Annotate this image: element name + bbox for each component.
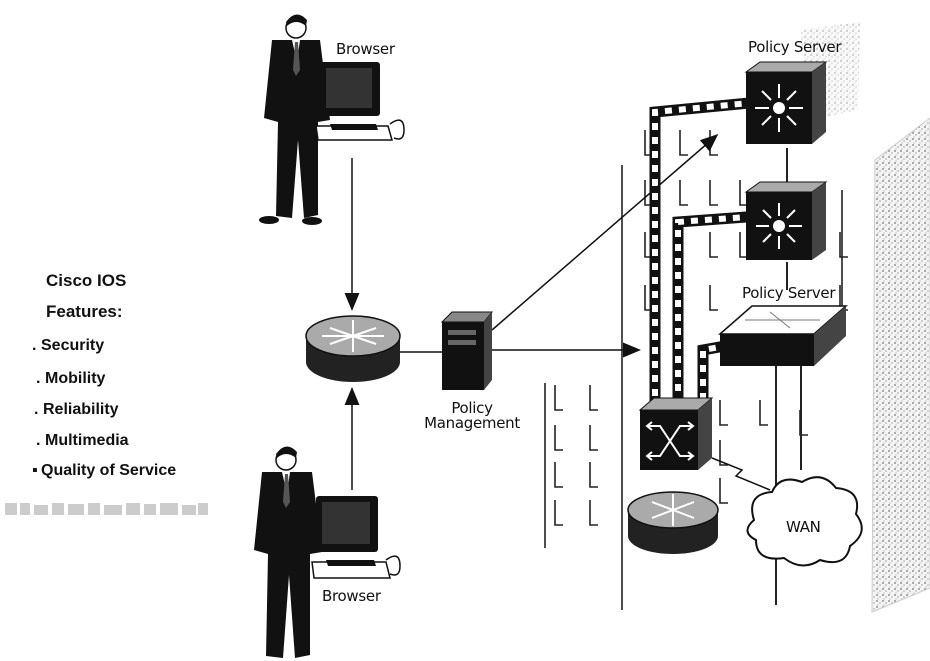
atm-switch-icon [638, 397, 714, 470]
label-browser-bottom: Browser [322, 587, 381, 605]
bullet: . [32, 337, 37, 354]
feature-item-multimedia: .Multimedia [36, 432, 129, 450]
label-policy-server-top: Policy Server [748, 38, 842, 56]
feature-label: Mobility [45, 370, 106, 387]
policy-management-server-icon [440, 311, 494, 390]
stippled-wall [871, 117, 930, 613]
dashed-cables [649, 96, 761, 410]
label-policy-management-line1: Policy [451, 399, 493, 417]
person-top-icon [259, 14, 330, 225]
feature-item-reliability: .Reliability [34, 401, 119, 419]
router-bottom-icon [627, 491, 719, 554]
features-title-line1: Cisco IOS [46, 271, 127, 290]
faded-caption-strip [5, 503, 208, 515]
switch-mid-icon [744, 181, 828, 260]
label-policy-server-mid: Policy Server [742, 284, 836, 302]
bullet: . [36, 370, 41, 387]
bullet: ▪ [32, 462, 38, 479]
feature-item-mobility: .Mobility [36, 370, 105, 388]
feature-label: Reliability [43, 401, 119, 418]
label-wan: WAN [786, 518, 821, 536]
policy-server-top-icon [744, 61, 828, 144]
computer-top-icon [315, 62, 405, 141]
wan-cloud-icon [746, 476, 863, 567]
router-icon [305, 315, 401, 382]
building-grid [544, 130, 848, 610]
features-title-line2: Features: [46, 302, 123, 321]
feature-label: Multimedia [45, 432, 129, 449]
label-policy-management-line2: Management [424, 414, 520, 432]
connection-arrows [344, 134, 719, 490]
bullet: . [34, 401, 39, 418]
feature-item-qos: ▪Quality of Service [32, 462, 176, 480]
label-browser-top: Browser [336, 40, 395, 58]
feature-item-security: .Security [32, 337, 104, 355]
policy-server-mid-icon [718, 305, 848, 366]
person-bottom-icon [254, 446, 322, 658]
feature-label: Security [41, 337, 105, 354]
feature-label: Quality of Service [41, 462, 177, 479]
wan-link [711, 457, 771, 491]
computer-bottom-icon [311, 496, 401, 579]
bullet: . [36, 432, 41, 449]
